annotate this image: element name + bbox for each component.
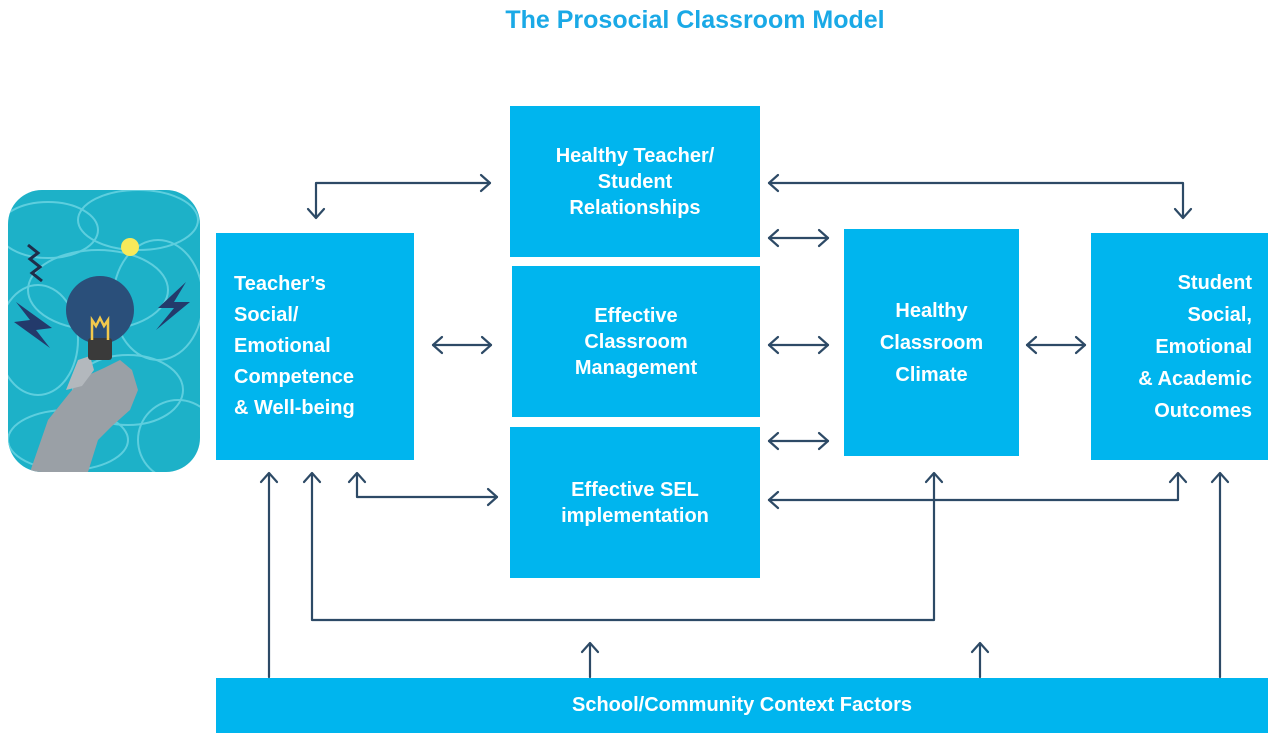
arrow-climate-teacher-loop [302, 471, 944, 622]
outcomes-label: Student Social, Emotional & Academic Out… [1138, 271, 1252, 422]
sel-box: Effective SEL implementation [510, 427, 760, 578]
teacher-competence-box: Teacher’s Social/ Emotional Competence &… [216, 233, 414, 460]
context-factors-label: School/Community Context Factors [571, 694, 913, 716]
arrow-relationships-climate [767, 228, 830, 248]
arrow-teacher-relationships [306, 173, 492, 220]
arrow-teacher-management [431, 335, 493, 355]
diagram-title: The Prosocial Classroom Model [505, 6, 885, 34]
arrow-sel-climate [767, 431, 830, 451]
teacher-competence-label: Teacher’s Social/ Emotional Competence &… [234, 273, 355, 419]
sel-label: Effective SEL implementation [561, 478, 709, 527]
arrow-management-climate [767, 335, 830, 355]
arrow-climate-outcomes [1025, 335, 1087, 355]
outcomes-box: Student Social, Emotional & Academic Out… [1091, 233, 1268, 460]
arrow-context-middle-left [580, 641, 600, 679]
lightbulb-hand-icon [8, 190, 200, 472]
climate-label: Healthy Classroom Climate [879, 299, 984, 386]
arrow-teacher-sel [347, 471, 499, 507]
relationships-box: Healthy Teacher/ Student Relationships [510, 106, 760, 257]
arrow-sel-outcomes [767, 471, 1188, 510]
management-box: Effective Classroom Management [512, 266, 760, 417]
relationships-label: Healthy Teacher/ Student Relationships [555, 144, 715, 219]
arrow-context-teacher [259, 471, 279, 679]
arrow-relationships-outcomes [767, 173, 1193, 220]
climate-box: Healthy Classroom Climate [844, 229, 1019, 456]
context-factors-bar: School/Community Context Factors [216, 678, 1268, 733]
arrow-context-middle-right [970, 641, 990, 679]
arrow-context-outcomes [1210, 471, 1230, 679]
management-label: Effective Classroom Management [574, 304, 698, 379]
